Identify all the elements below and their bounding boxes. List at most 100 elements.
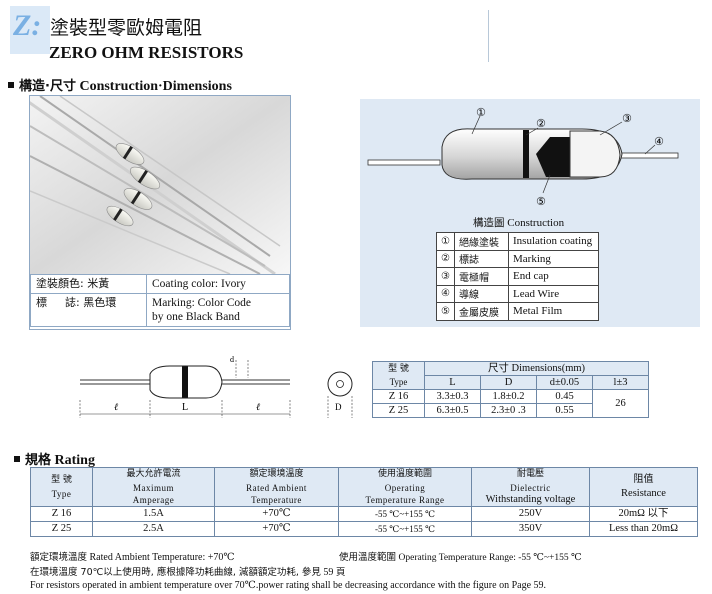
series-letter-badge: Z: [10, 6, 50, 54]
note-cn: 使用溫度範圍 [339, 552, 397, 563]
resistor-photo [30, 96, 290, 274]
rating-row: Z 25 2.5A +70℃ -55 ℃~+155 ℃ 350V Less th… [30, 521, 698, 537]
part-num: ⑤ [436, 302, 455, 321]
rating-row: Z 16 1.5A +70℃ -55 ℃~+155 ℃ 250V 20mΩ 以下 [30, 506, 698, 522]
dim-dims-header: 尺寸 Dimensions(mm) [424, 361, 649, 376]
rating-header-row: 型 號 Type 最大允許電流 Maximum Amperage 額定環境溫度 … [30, 467, 698, 507]
rating-range: -55 ℃~+155 ℃ [338, 506, 472, 522]
dim-label-l-left: ℓ [114, 402, 118, 413]
dim-type-cn: 型 號 [388, 363, 409, 374]
header-en2: Amperage [132, 495, 175, 505]
note-derating-cn: 在環境溫度 70℃以上使用時, 應根據降功耗曲線, 減額額定功耗, 參見 59 … [30, 564, 345, 578]
part-en: Insulation coating [508, 232, 599, 251]
dim-type-en: Type [389, 376, 408, 387]
bullet-square [8, 82, 14, 88]
section-rating-heading: 規格 Rating [14, 449, 95, 469]
header-cn: 最大允許電流 [126, 469, 181, 479]
rating-temp: +70℃ [214, 506, 339, 522]
header-en: Type [51, 489, 72, 499]
header-cn: 阻值 [633, 474, 654, 485]
dim-l-value: 26 [592, 389, 649, 418]
part-cn: 絕緣塗裝 [454, 232, 509, 251]
marking-cn: 標 誌: 黑色環 [30, 293, 147, 327]
marking-cn-b: 誌: 黑色環 [65, 296, 117, 309]
dim-D: 2.3±0 .3 [480, 403, 537, 418]
rating-range: -55 ℃~+155 ℃ [338, 521, 472, 537]
part-en: Marking [508, 249, 599, 268]
header-en1: Dielectric [510, 483, 551, 493]
part-num: ② [436, 249, 455, 268]
dim-d: 0.45 [536, 389, 593, 404]
header-cn: 使用溫度範圍 [377, 469, 432, 479]
dim-label-d-top: d [230, 355, 234, 364]
header-cn: 額定環境溫度 [249, 469, 304, 479]
dim-col-l: l±3 [592, 375, 649, 390]
rating-volt: 250V [471, 506, 590, 522]
dim-header-row: 型 號 Type 尺寸 Dimensions(mm) [372, 361, 649, 390]
dim-D: 1.8±0.2 [480, 389, 537, 404]
section-title-en: Construction·Dimensions [79, 79, 232, 94]
note-en: Operating Temperature Range: -55 ℃~+155 … [398, 553, 582, 563]
rating-header-temperature: 額定環境溫度 Rated Ambient Temperature [214, 467, 339, 507]
dim-col-d: d±0.05 [536, 375, 593, 390]
part-num: ④ [436, 284, 455, 303]
rating-header-range: 使用溫度範圍 Operating Temperature Range [338, 467, 472, 507]
dim-L: 3.3±0.3 [424, 389, 481, 404]
construction-title-cn: 構造圖 [473, 217, 505, 229]
header-en2: Withstanding voltage [485, 494, 576, 505]
rating-amp: 1.5A [92, 506, 215, 522]
note-cn: 在環境溫度 70℃以上使用時, 應根據降功耗曲線, 減額額定功耗, 參見 [30, 567, 321, 578]
dimensions-table: 型 號 Type 尺寸 Dimensions(mm) L D d±0.05 l±… [372, 361, 649, 418]
rating-table: 型 號 Type 最大允許電流 Maximum Amperage 額定環境溫度 … [30, 467, 698, 537]
part-cn: 金屬皮膜 [454, 302, 509, 321]
coating-row: 塗裝顏色: 米黃 Coating color: Ivory [30, 274, 290, 294]
bullet-square [14, 456, 20, 462]
coating-marking-table: 塗裝顏色: 米黃 Coating color: Ivory 標誌: 黑色環 Ma… [30, 274, 290, 327]
rating-temp: +70℃ [214, 521, 339, 537]
dim-type: Z 25 [372, 403, 425, 418]
dim-row: Z 16 3.3±0.3 1.8±0.2 0.45 26 [372, 389, 649, 418]
dim-row: Z 25 6.3±0.5 2.3±0 .3 0.55 [372, 403, 649, 418]
part-cn: 導線 [454, 284, 509, 303]
dim-label-D: D [335, 402, 342, 412]
dim-col-L: L [424, 375, 481, 390]
rating-header-resistance: 阻值 Resistance [589, 467, 698, 507]
coating-cn: 塗裝顏色: 米黃 [30, 274, 147, 294]
part-num: ① [436, 232, 455, 251]
part-num: ③ [436, 267, 455, 286]
marking-row: 標誌: 黑色環 Marking: Color Code by one Black… [30, 293, 290, 327]
note-rated-temperature: 額定環境溫度 Rated Ambient Temperature: +70℃ [30, 549, 235, 563]
series-letter: Z: [13, 9, 42, 42]
callout-5: ⑤ [536, 195, 546, 208]
part-cn: 電極帽 [454, 267, 509, 286]
title-english: ZERO OHM RESISTORS [49, 43, 244, 62]
rating-res: Less than 20mΩ [589, 521, 698, 537]
construction-title: 構造圖 Construction [473, 215, 564, 230]
section-title-cn: 構造·尺寸 [19, 79, 76, 94]
dim-L: 6.3±0.5 [424, 403, 481, 418]
product-photo-panel: 塗裝顏色: 米黃 Coating color: Ivory 標誌: 黑色環 Ma… [29, 95, 291, 330]
callout-4: ④ [654, 135, 664, 148]
dim-label-L: L [182, 402, 188, 413]
rating-type: Z 16 [30, 506, 93, 522]
header-cn: 型 號 [51, 475, 72, 485]
dim-label-l-right: ℓ [256, 402, 260, 413]
dim-col-D: D [480, 375, 537, 390]
header-en2: Temperature [251, 495, 302, 505]
resistor-photo-illustration [30, 96, 290, 274]
marking-cn-a: 標 [36, 296, 47, 309]
header-cn: 耐電壓 [516, 469, 544, 479]
header-en1: Rated Ambient [246, 483, 307, 493]
note-cn-end: 頁 [335, 567, 346, 578]
callout-1: ① [476, 106, 486, 119]
part-en: Metal Film [508, 302, 599, 321]
section-title-cn: 規格 [25, 453, 52, 468]
note-en: Rated Ambient Temperature: +70℃ [89, 552, 235, 563]
title-chinese: 塗裝型零歐姆電阻 [50, 17, 203, 39]
rating-type: Z 25 [30, 521, 93, 537]
